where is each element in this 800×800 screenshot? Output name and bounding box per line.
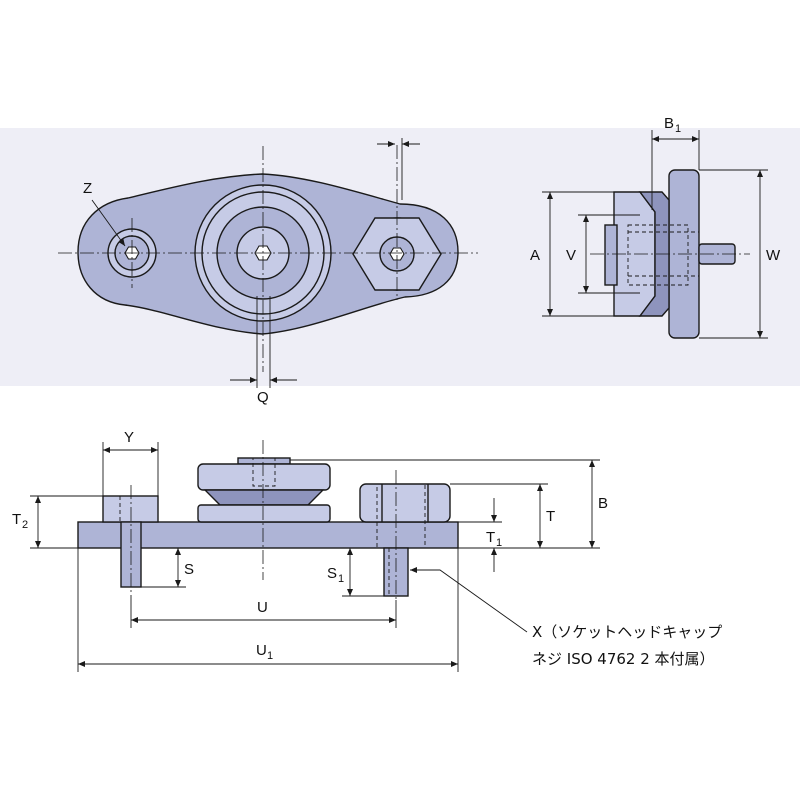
label-s: S bbox=[184, 561, 194, 578]
label-b1: B bbox=[664, 115, 674, 132]
label-b1-subscript: 1 bbox=[675, 123, 681, 135]
x-leader bbox=[410, 567, 528, 633]
label-s1-subscript: 1 bbox=[338, 573, 344, 585]
note-line-1: X（ソケットヘッドキャップ bbox=[532, 623, 722, 641]
label-t: T bbox=[546, 508, 555, 525]
label-s1: S bbox=[327, 565, 337, 582]
label-z: Z bbox=[83, 180, 92, 197]
front-roller-lower bbox=[197, 504, 331, 523]
note-line-2: ネジ ISO 4762 2 本付属） bbox=[532, 650, 715, 668]
label-y: Y bbox=[124, 429, 134, 446]
side-hidden-bore bbox=[627, 224, 689, 286]
right-hex-socket bbox=[389, 247, 405, 261]
side-hub bbox=[604, 224, 618, 286]
label-a: A bbox=[530, 247, 540, 264]
label-u: U bbox=[257, 599, 268, 616]
front-view: Y T 2 S S 1 U bbox=[12, 429, 722, 672]
label-t2-subscript: 2 bbox=[22, 519, 28, 531]
label-v: V bbox=[566, 247, 576, 264]
front-right-nut bbox=[359, 483, 451, 523]
label-w: W bbox=[766, 247, 781, 264]
label-u1: U bbox=[256, 642, 267, 659]
label-t1-subscript: 1 bbox=[496, 537, 502, 549]
label-t1: T bbox=[486, 529, 495, 546]
roller-hidden-bolt bbox=[252, 457, 276, 487]
front-roller-upper bbox=[197, 463, 331, 491]
label-u1-subscript: 1 bbox=[267, 650, 273, 662]
front-roller-groove bbox=[203, 489, 325, 506]
front-left-bolt-head bbox=[102, 495, 159, 523]
label-q: Q bbox=[257, 389, 269, 406]
plan-view: Q Z bbox=[58, 138, 478, 406]
label-t2: T bbox=[12, 511, 21, 528]
side-roller-groove bbox=[638, 191, 670, 317]
front-roller-cap bbox=[237, 457, 291, 465]
side-view: B 1 A V W bbox=[530, 115, 781, 339]
label-b: B bbox=[598, 495, 608, 512]
z-leader bbox=[91, 199, 126, 247]
